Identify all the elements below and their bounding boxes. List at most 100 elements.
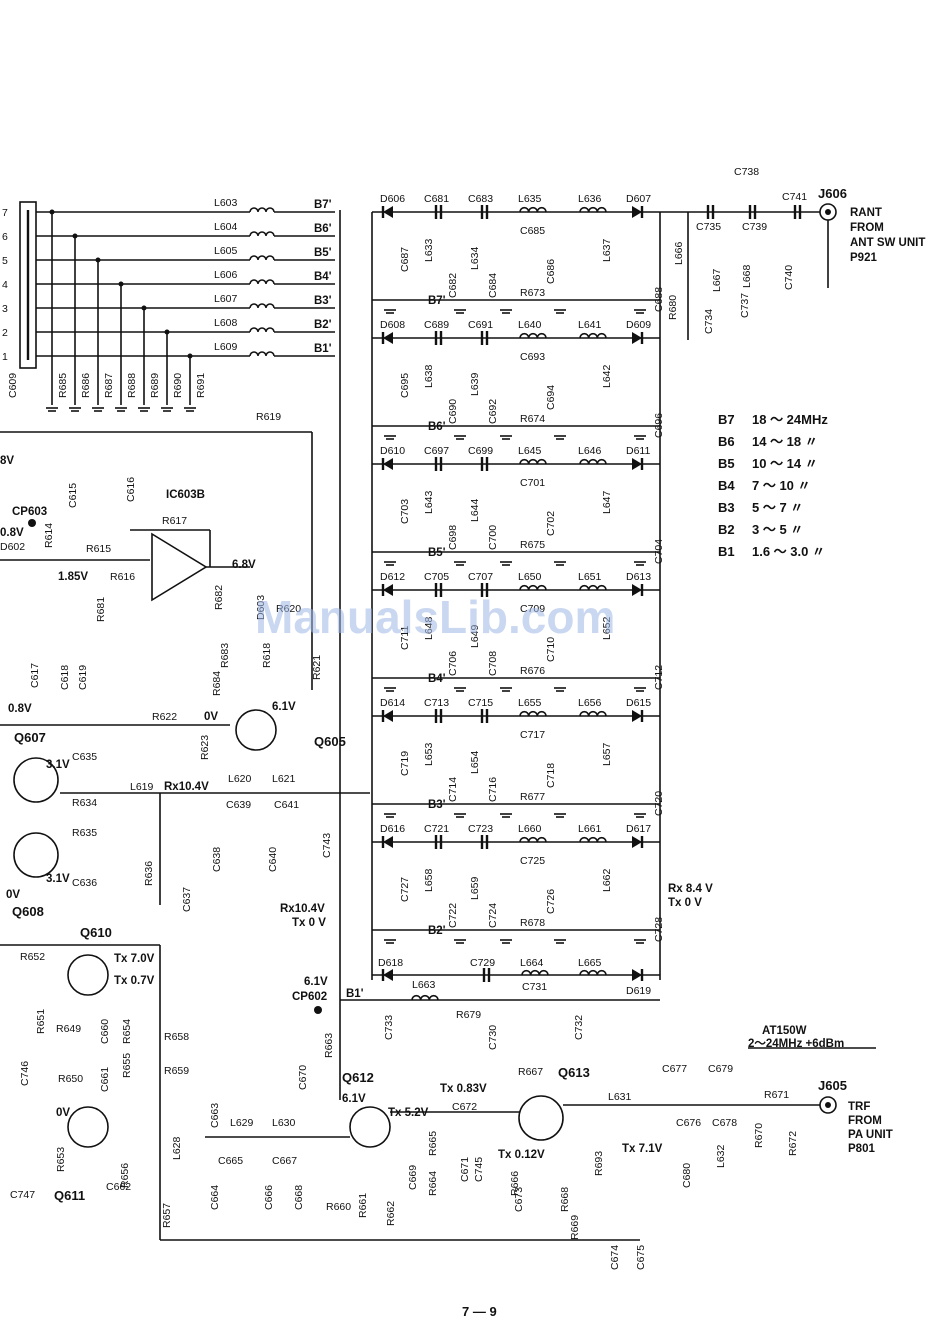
bottom-part-label: C663 (209, 1103, 221, 1128)
inductor-symbol (519, 206, 547, 213)
bias-resistor-label: R675 (520, 539, 545, 551)
bus-resistor-label: R690 (172, 373, 184, 398)
left-part-label: R615 (86, 543, 111, 555)
band-name: B4 (718, 478, 735, 493)
diode-symbol (632, 332, 642, 344)
diode-symbol (632, 710, 642, 722)
bottom-part-label: R669 (569, 1215, 581, 1240)
shunt-cap-label: C706 (447, 651, 459, 676)
band-range: 5 〜 7 〃 (752, 500, 803, 515)
voltage-label: 0V (6, 889, 20, 901)
left-part-label: R681 (95, 597, 107, 622)
mixer-part-label: L619 (130, 781, 154, 793)
bottom-part-label: C678 (712, 1117, 737, 1129)
b1-part-label: C733 (383, 1015, 395, 1040)
shunt-cap-label: C719 (399, 751, 411, 776)
inductor-symbol (579, 206, 607, 213)
page-number: 7 — 9 (462, 1304, 497, 1319)
j605-pin: P801 (848, 1143, 875, 1155)
bias-resistor-label: R677 (520, 791, 545, 803)
shunt-cap-label: C722 (447, 903, 459, 928)
series-cap-label: C723 (468, 823, 493, 835)
left-part-label: R614 (43, 523, 55, 548)
diode-out-label: D607 (626, 193, 651, 205)
mixer-part-label: C743 (321, 833, 333, 858)
series-cap-label: C699 (468, 445, 493, 457)
bus-resistor-label: R688 (126, 373, 138, 398)
inductor-symbol (249, 207, 275, 213)
bias-line-label: B2' (428, 925, 446, 937)
bottom-part-label: C664 (209, 1185, 221, 1210)
diode-symbol (383, 710, 393, 722)
left-part-label: C619 (77, 665, 89, 690)
band-range: 3 〜 5 〃 (752, 522, 803, 537)
b1-part-label: C729 (470, 957, 495, 969)
mid-cap-label: C725 (520, 855, 545, 867)
inductor-symbol (249, 327, 275, 333)
inductor-symbol (579, 969, 607, 976)
series-ind-label: L646 (578, 445, 602, 457)
series-ind-label: L651 (578, 571, 602, 583)
voltage-label: Tx 0.7V (114, 975, 155, 987)
series-cap-label: C681 (424, 193, 449, 205)
bottom-part-label: C671 (459, 1157, 471, 1182)
j606-pin: P921 (850, 252, 877, 264)
diode-out-label: D613 (626, 571, 651, 583)
band-name: B6 (718, 434, 735, 449)
bottom-part-label: L632 (715, 1144, 727, 1168)
shunt-cap-label: C682 (447, 273, 459, 298)
at150w-title: AT150W (762, 1025, 807, 1037)
band-name: B7 (718, 412, 735, 427)
bottom-part-label: R652 (20, 951, 45, 963)
bias-line-label: B4' (428, 673, 446, 685)
inductor-symbol (579, 710, 607, 717)
j606-from: FROM (850, 222, 884, 234)
bus-resistor-label: R689 (149, 373, 161, 398)
diode-symbol (632, 584, 642, 596)
bottom-part-label: L631 (608, 1091, 632, 1103)
voltage-label: 0V (56, 1107, 70, 1119)
antenna-match-label: R680 (667, 295, 679, 320)
antenna-match-label: C741 (782, 191, 807, 203)
series-ind-label: L636 (578, 193, 602, 205)
inductor-symbol (579, 458, 607, 465)
shunt-ind-label: L653 (423, 742, 435, 766)
diode-out-label: D615 (626, 697, 651, 709)
inductor-symbol (519, 836, 547, 843)
inductor-symbol (579, 332, 607, 339)
shunt-cap-label: C711 (399, 626, 411, 650)
left-part-label: R682 (213, 585, 225, 610)
mixer-part-label: C639 (226, 799, 251, 811)
bottom-part-label: R653 (55, 1147, 67, 1172)
bottom-part-label: L629 (230, 1117, 254, 1129)
bus-pin-number: 3 (2, 303, 8, 315)
left-part-label: R619 (256, 411, 281, 423)
band-name: B5 (718, 456, 735, 471)
shunt-cap-label: C692 (487, 399, 499, 424)
b1-part-label: C730 (487, 1025, 499, 1050)
shunt-cap-label: C714 (447, 777, 459, 802)
shunt-cap-label: C695 (399, 373, 411, 398)
mixer-part-label: C636 (72, 877, 97, 889)
diode-symbol (632, 206, 642, 218)
j606-signal: RANT (850, 207, 882, 219)
shunt-ind-label: L648 (423, 616, 435, 640)
series-cap-label: C697 (424, 445, 449, 457)
series-cap-label: C705 (424, 571, 449, 583)
mid-cap-label: C693 (520, 351, 545, 363)
bottom-part-label: R665 (427, 1131, 439, 1156)
antenna-match-label: C737 (739, 293, 751, 318)
transistor-label: Q611 (54, 1188, 85, 1203)
bottom-part-label: R671 (764, 1089, 789, 1101)
shunt-ind-label: L644 (469, 498, 481, 522)
watermark: ManualsLib.com (255, 591, 615, 643)
series-ind-label: L661 (578, 823, 602, 835)
diode-symbol (632, 458, 642, 470)
inductor-symbol (249, 303, 275, 309)
shunt-ind-label: L652 (601, 616, 613, 640)
diode-in-label: D610 (380, 445, 405, 457)
at150w-spec: 2〜24MHz +6dBm (748, 1038, 844, 1050)
bus-pin-number: 2 (2, 327, 8, 339)
